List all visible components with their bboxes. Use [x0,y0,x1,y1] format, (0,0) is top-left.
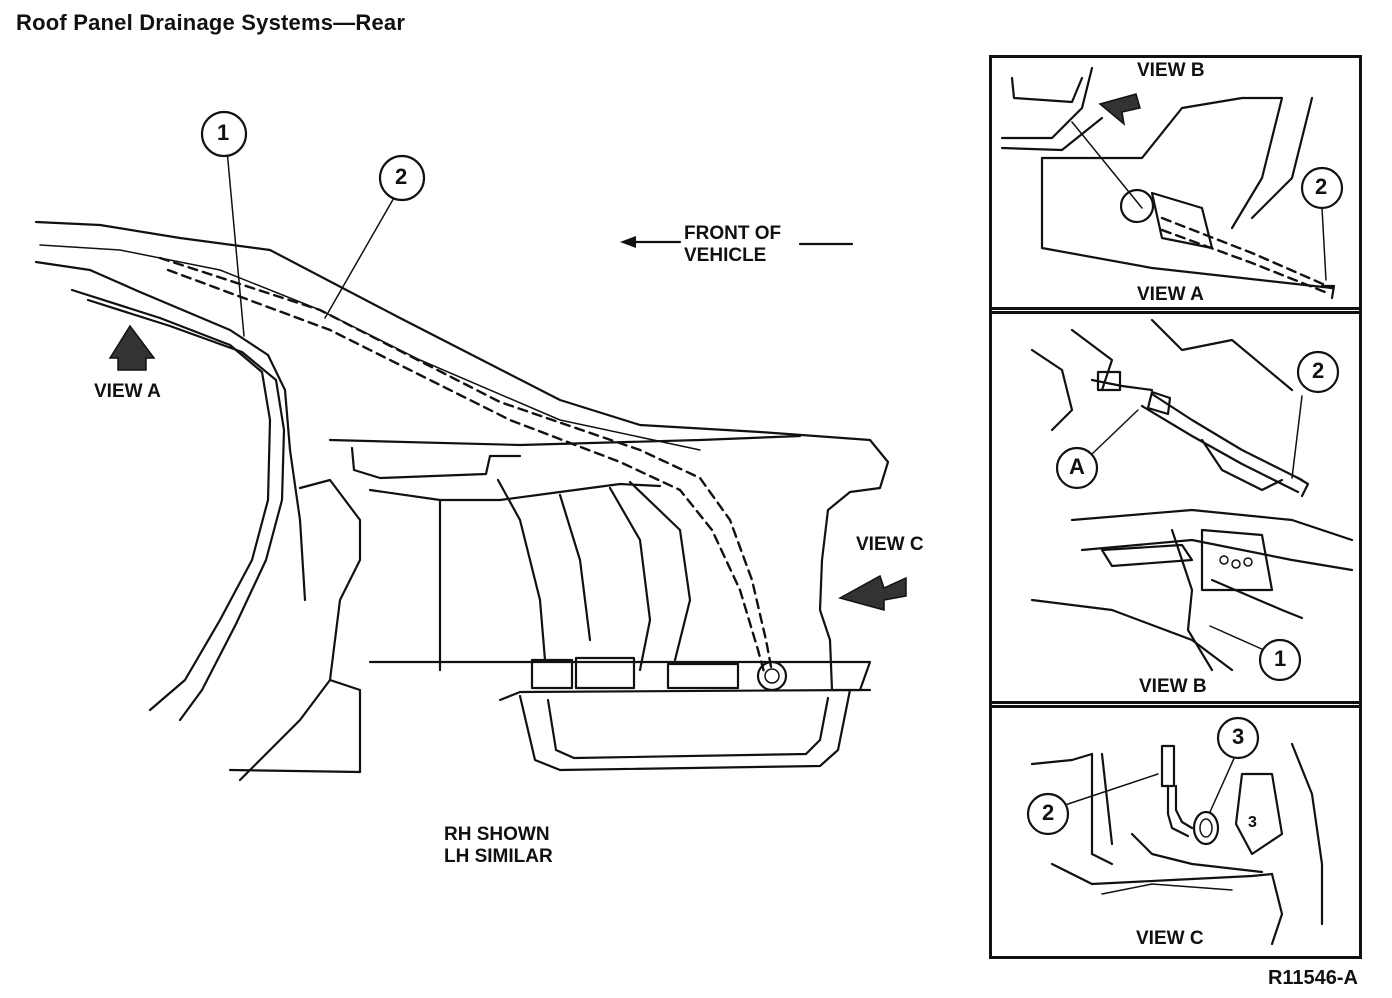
inset-view-b: 2 A 1 VIEW B [989,307,1362,708]
inset-mid-callout-2: 2 [1312,358,1325,383]
inset-bottom-footer: VIEW C [1136,928,1204,949]
callout-1: 1 [217,120,230,145]
rh-shown-note: RH SHOWN LH SIMILAR [444,824,553,867]
inset-mid-footer: VIEW B [1139,676,1207,697]
inset-mid-callout-a: A [1069,454,1085,479]
figure-reference: R11546-A [1267,967,1358,989]
inset-bottom-grommet-3: 3 [1248,814,1257,831]
callout-2: 2 [395,164,408,189]
main-illustration [34,110,907,782]
view-a-label: VIEW A [94,381,161,402]
inset-view-c: 3 2 3 VIEW C [989,701,1362,959]
front-of-vehicle-label: FRONT OF VEHICLE [684,223,782,266]
inset-bottom-callout-3: 3 [1232,724,1245,749]
inset-view-a: VIEW B VIEW A 2 [989,55,1362,314]
view-c-label: VIEW C [856,534,924,555]
inset-top-callout-2: 2 [1315,174,1328,199]
inset-mid-callout-1: 1 [1274,646,1287,671]
page-title: Roof Panel Drainage Systems—Rear [16,10,406,35]
inset-bottom-callout-2: 2 [1042,800,1055,825]
inset-top-header: VIEW B [1137,60,1205,81]
inset-top-footer: VIEW A [1137,284,1204,305]
